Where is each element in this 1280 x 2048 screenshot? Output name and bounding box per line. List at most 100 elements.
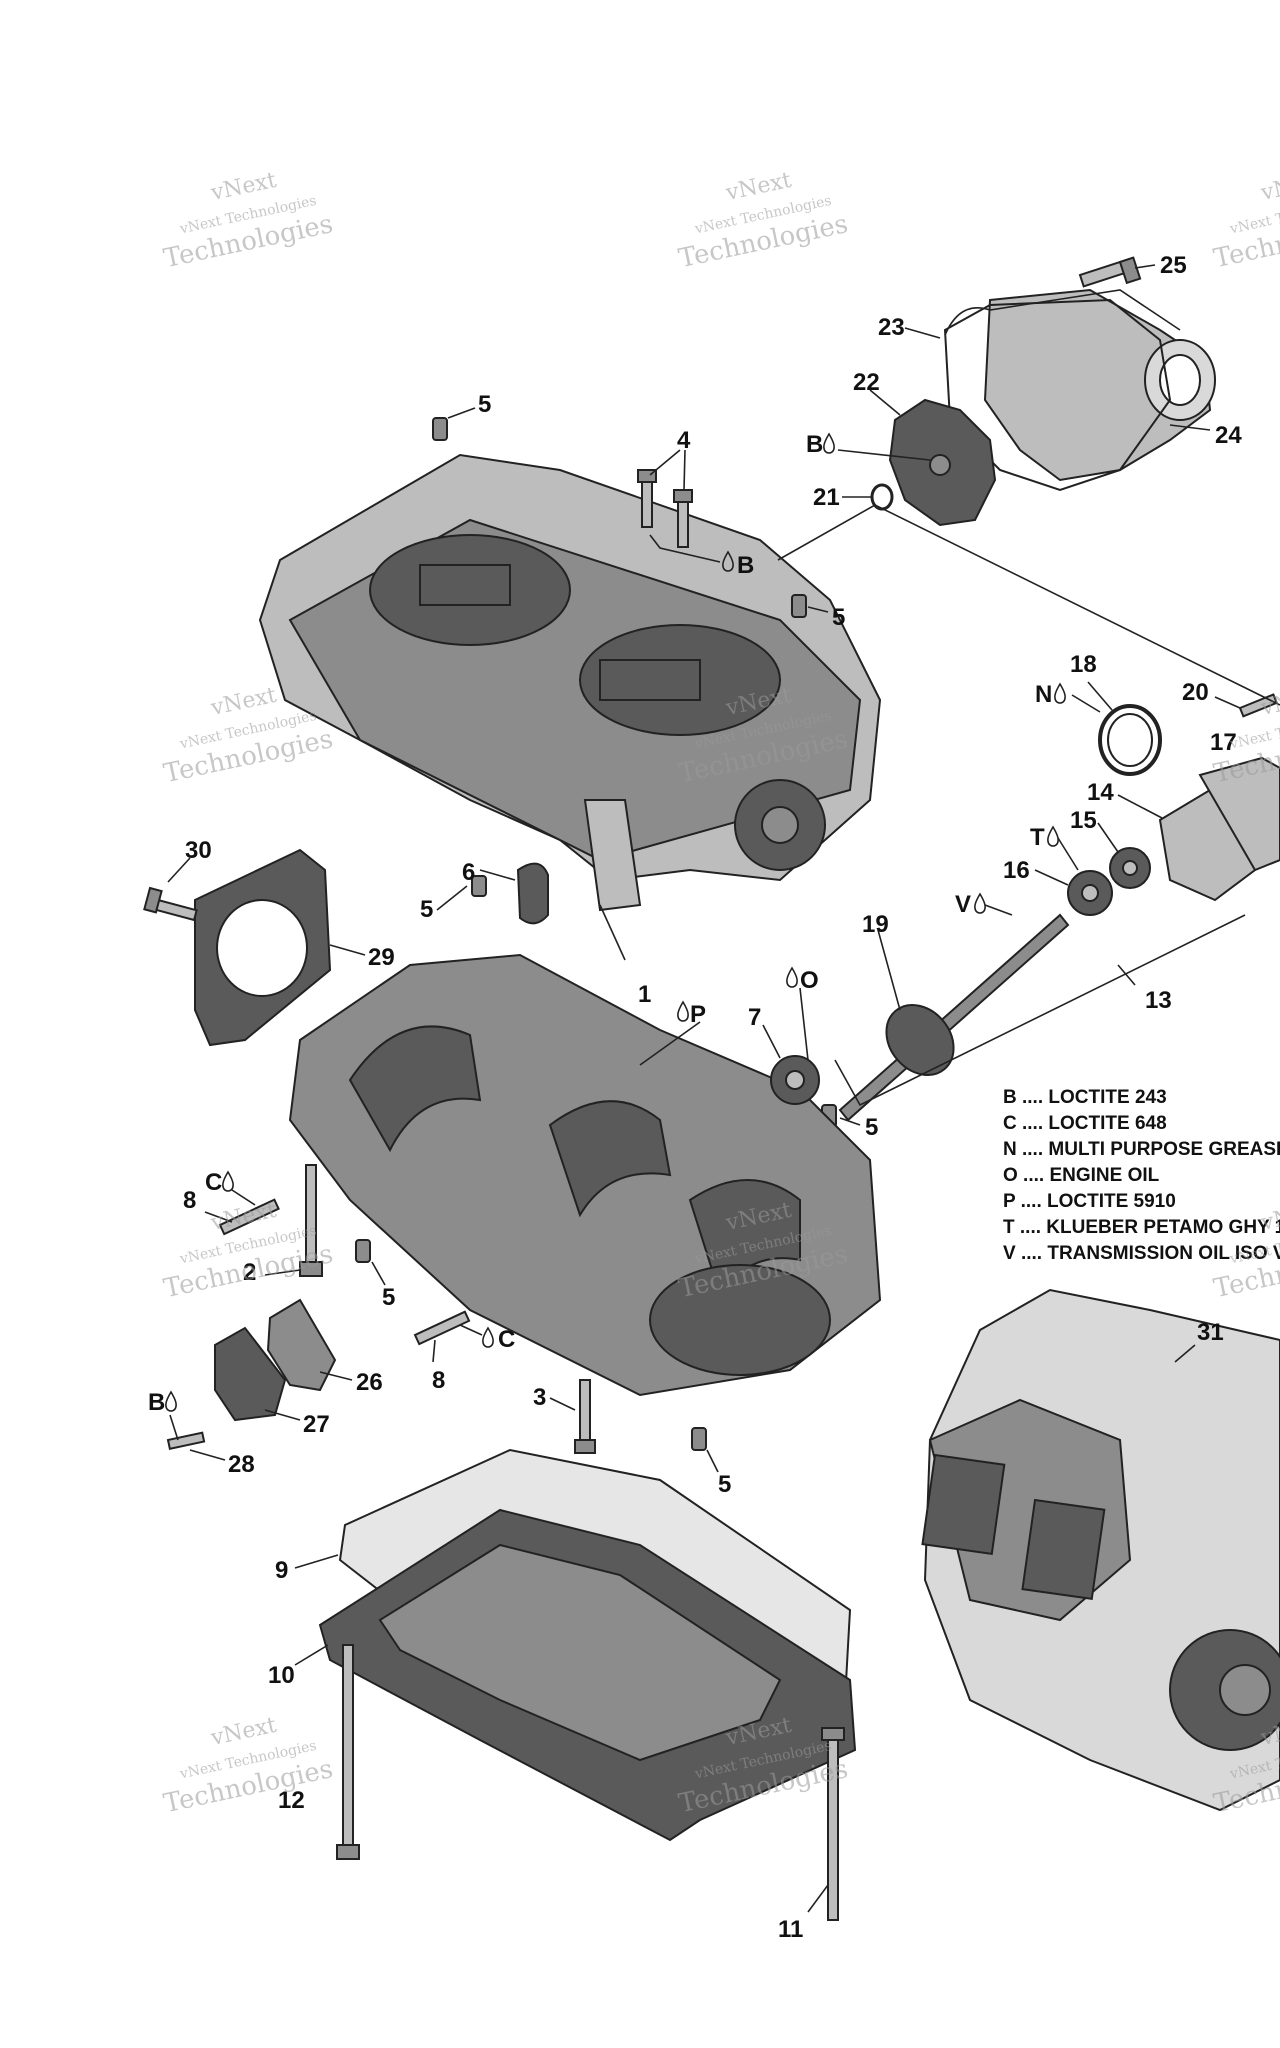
callout-5d: 5 xyxy=(865,1114,878,1141)
leader-11 xyxy=(807,1884,829,1913)
legend-n: N .... MULTI PURPOSE GREASE B xyxy=(1003,1139,1280,1160)
drop-icon xyxy=(1047,825,1059,847)
leader-25 xyxy=(1134,264,1156,269)
drop-icon xyxy=(1054,682,1066,704)
upper-crankcase xyxy=(258,453,882,912)
leader-19 xyxy=(877,929,901,1011)
leader-5f xyxy=(706,1449,719,1473)
callout-17: 17 xyxy=(1210,729,1237,756)
leader-5c xyxy=(436,885,468,911)
mark-p: P xyxy=(690,1001,706,1028)
leader-26 xyxy=(319,1371,353,1381)
dowel-5b xyxy=(791,594,807,618)
callout-31: 31 xyxy=(1197,1319,1224,1346)
callout-1: 1 xyxy=(638,981,651,1008)
leader-c2 xyxy=(459,1324,483,1336)
watermark-text: vNext xyxy=(208,168,279,206)
leader-3 xyxy=(549,1397,576,1411)
leader-24 xyxy=(1169,424,1211,431)
cover-27 xyxy=(214,1326,287,1422)
leader-8a xyxy=(204,1211,233,1223)
leader-t xyxy=(1057,837,1079,871)
leader-15 xyxy=(1097,822,1119,853)
drop-icon xyxy=(165,1390,177,1412)
callout-11: 11 xyxy=(778,1916,803,1943)
leader-13b xyxy=(1117,964,1136,986)
dowel-5a xyxy=(432,417,448,441)
leader-p xyxy=(639,1021,701,1066)
leader-13 xyxy=(834,914,1246,1107)
leader-20 xyxy=(1214,696,1241,709)
watermark-text: vNext xyxy=(723,168,794,206)
oil-pan xyxy=(318,1508,857,1842)
mark-b-bolts: B xyxy=(737,552,754,579)
leader-b2 xyxy=(169,1414,179,1441)
callout-22: 22 xyxy=(853,369,880,396)
mark-v: V xyxy=(955,891,971,918)
mark-o: O xyxy=(800,967,819,994)
ring-18 xyxy=(1098,704,1162,776)
leader-c1 xyxy=(231,1189,256,1206)
mark-c-upper: C xyxy=(205,1169,222,1196)
leader-8b xyxy=(432,1339,436,1363)
legend-v: V .... TRANSMISSION OIL ISO VG xyxy=(1003,1243,1280,1264)
callout-10: 10 xyxy=(268,1662,295,1689)
callout-5f: 5 xyxy=(718,1471,731,1498)
callout-25: 25 xyxy=(1160,252,1187,279)
leader-30 xyxy=(167,857,191,883)
watermark-text: vNext xyxy=(208,683,279,721)
leader-29 xyxy=(329,944,366,956)
leader-5a xyxy=(447,407,476,419)
cover-26 xyxy=(266,1298,337,1392)
leader-b1 xyxy=(837,449,931,461)
watermark-text: vNext xyxy=(208,1713,279,1751)
leader-4 xyxy=(649,449,681,476)
callout-14: 14 xyxy=(1087,779,1114,806)
callout-21: 21 xyxy=(813,484,840,511)
legend: B .... LOCTITE 243 C .... LOCTITE 648 N … xyxy=(1003,1087,1280,1264)
callout-5a: 5 xyxy=(478,391,491,418)
leader-o xyxy=(799,987,809,1061)
callout-7: 7 xyxy=(748,1004,761,1031)
legend-b: B .... LOCTITE 243 xyxy=(1003,1087,1167,1108)
callout-labels: 1 2 3 4 5 5 5 5 5 5 6 7 8 8 9 10 11 12 1… xyxy=(183,252,1242,1943)
callout-30: 30 xyxy=(185,837,212,864)
mark-b-impeller: B xyxy=(806,431,823,458)
legend-t: T .... KLUEBER PETAMO GHY 13 xyxy=(1003,1217,1280,1238)
dowel-5c xyxy=(471,875,487,897)
leader-16 xyxy=(1034,869,1069,886)
housing-14 xyxy=(1158,756,1280,902)
callout-9: 9 xyxy=(275,1557,288,1584)
leader-4-b xyxy=(649,534,721,563)
leader-5b xyxy=(807,606,829,613)
dowel-5f xyxy=(691,1427,707,1451)
callout-8b: 8 xyxy=(432,1367,445,1394)
leader-5d xyxy=(839,1117,861,1126)
drop-icon xyxy=(823,432,835,454)
drop-icon xyxy=(482,1326,494,1348)
stud-8b xyxy=(413,1310,471,1346)
lower-crankcase xyxy=(288,953,882,1397)
drop-icon xyxy=(677,1000,689,1022)
bolt-12 xyxy=(342,1644,354,1851)
callout-4: 4 xyxy=(677,427,691,454)
mark-b-cover: B xyxy=(148,1389,165,1416)
callout-19: 19 xyxy=(862,911,889,938)
bolt-3 xyxy=(574,1379,596,1454)
callout-13: 13 xyxy=(1145,987,1172,1014)
leader-2 xyxy=(264,1269,301,1276)
mark-n: N xyxy=(1035,681,1052,708)
legend-c: C .... LOCTITE 648 xyxy=(1003,1113,1167,1134)
callout-3: 3 xyxy=(533,1384,546,1411)
callout-20: 20 xyxy=(1182,679,1209,706)
leader-28 xyxy=(189,1449,226,1461)
bolt-28 xyxy=(166,1431,206,1450)
letter-marks: B B C C N T V O P B xyxy=(148,431,1066,1416)
callout-29: 29 xyxy=(368,944,395,971)
leader-31 xyxy=(1174,1344,1196,1363)
